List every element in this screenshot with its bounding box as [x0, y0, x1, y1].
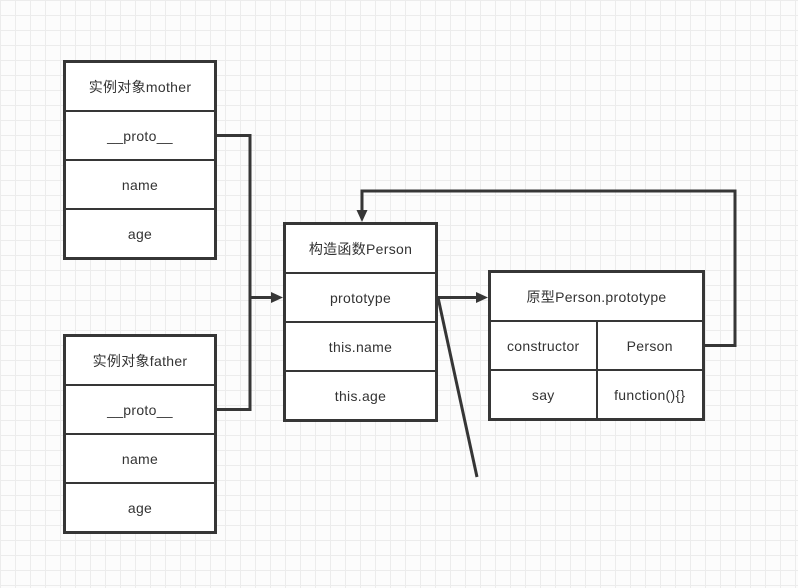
field-prototype: prototype — [286, 272, 435, 321]
cell-say-value: function(){} — [595, 371, 703, 418]
field-name: name — [66, 159, 214, 208]
edge-prototype-to-prototype-object[interactable] — [436, 292, 488, 478]
node-title: 实例对象father — [92, 352, 188, 369]
node-instance-father[interactable]: 实例对象father __proto__ name age — [63, 334, 217, 534]
cell-constructor-key: constructor — [506, 337, 580, 354]
cell-say-key: say — [531, 386, 555, 403]
field-this-name: this.name — [286, 321, 435, 370]
field-age: age — [66, 208, 214, 257]
row-constructor: constructor Person — [491, 320, 702, 369]
node-title: 原型Person.prototype — [526, 288, 667, 305]
node-person-prototype[interactable]: 原型Person.prototype constructor Person sa… — [488, 270, 705, 421]
field-name: name — [66, 433, 214, 482]
field-proto: __proto__ — [66, 384, 214, 433]
node-person-constructor[interactable]: 构造函数Person prototype this.name this.age — [283, 222, 438, 422]
field-this-age: this.age — [286, 370, 435, 419]
field-proto: __proto__ — [66, 110, 214, 159]
cell-constructor-value: Person — [595, 322, 703, 369]
node-title: 构造函数Person — [308, 240, 413, 257]
field-age: age — [66, 482, 214, 531]
node-title: 实例对象mother — [88, 78, 192, 95]
edge-constructor-loop-back[interactable] — [356, 189, 737, 347]
node-instance-mother[interactable]: 实例对象mother __proto__ name age — [63, 60, 217, 260]
edge-proto-bracket-to-constructor[interactable] — [217, 134, 283, 411]
row-say: say function(){} — [491, 369, 702, 418]
